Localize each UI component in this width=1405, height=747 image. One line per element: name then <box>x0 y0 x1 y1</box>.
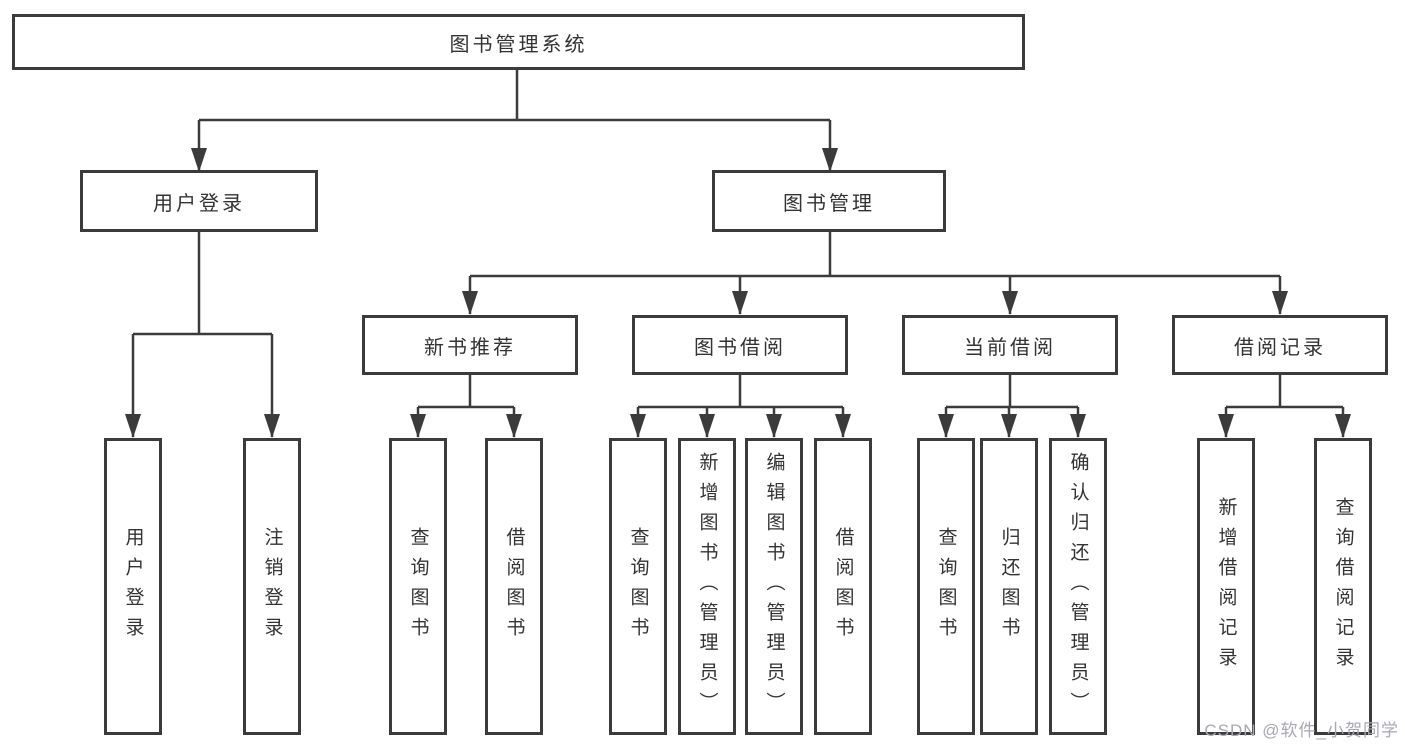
leaf-query-books-borrowing-label: 查询图书 <box>627 526 649 647</box>
leaf-confirm-return-admin-label: 确认归还（管理员） <box>1067 451 1089 722</box>
node-book-management: 图书管理 <box>712 170 946 232</box>
node-library-system: 图书管理系统 <box>12 14 1025 70</box>
leaf-query-books-recommend-label: 查询图书 <box>407 526 429 647</box>
leaf-logout-login-label: 注销登录 <box>261 526 283 647</box>
node-book-management-label: 图书管理 <box>783 192 875 215</box>
node-new-book-recommend: 新书推荐 <box>362 315 578 375</box>
leaf-edit-book-admin: 编辑图书（管理员） <box>745 438 803 735</box>
node-new-book-recommend-label: 新书推荐 <box>424 336 516 359</box>
node-current-borrowing: 当前借阅 <box>902 315 1118 375</box>
leaf-return-book-label: 归还图书 <box>998 526 1020 647</box>
node-book-borrowing-label: 图书借阅 <box>694 336 786 359</box>
leaf-query-borrow-record-label: 查询借阅记录 <box>1332 496 1354 677</box>
leaf-user-login-label: 用户登录 <box>122 526 144 647</box>
leaf-borrow-books-borrowing-label: 借阅图书 <box>832 526 854 647</box>
leaf-borrow-books-borrowing: 借阅图书 <box>814 438 872 735</box>
arrowheads <box>125 148 1351 438</box>
leaf-query-books-borrowing: 查询图书 <box>609 438 667 735</box>
leaf-borrow-books-recommend: 借阅图书 <box>485 438 543 735</box>
leaf-borrow-books-recommend-label: 借阅图书 <box>503 526 525 647</box>
node-current-borrowing-label: 当前借阅 <box>964 336 1056 359</box>
node-borrowing-records-label: 借阅记录 <box>1234 336 1326 359</box>
leaf-query-borrow-record: 查询借阅记录 <box>1314 438 1372 735</box>
leaf-confirm-return-admin: 确认归还（管理员） <box>1049 438 1107 735</box>
leaf-logout-login: 注销登录 <box>243 438 301 735</box>
leaf-user-login: 用户登录 <box>104 438 162 735</box>
node-user-login-label: 用户登录 <box>153 192 245 215</box>
node-library-system-label: 图书管理系统 <box>449 33 588 56</box>
leaf-query-books-recommend: 查询图书 <box>389 438 447 735</box>
leaf-query-books-current: 查询图书 <box>917 438 975 735</box>
leaf-return-book: 归还图书 <box>980 438 1038 735</box>
leaf-edit-book-admin-label: 编辑图书（管理员） <box>763 451 785 722</box>
leaf-add-borrow-record-label: 新增借阅记录 <box>1215 496 1237 677</box>
leaf-add-book-admin-label: 新增图书（管理员） <box>696 451 718 722</box>
leaf-add-book-admin: 新增图书（管理员） <box>678 438 736 735</box>
node-book-borrowing: 图书借阅 <box>632 315 848 375</box>
node-user-login: 用户登录 <box>80 170 318 232</box>
tree-edges <box>131 68 1345 437</box>
leaf-add-borrow-record: 新增借阅记录 <box>1197 438 1255 735</box>
leaf-query-books-current-label: 查询图书 <box>935 526 957 647</box>
csdn-watermark: CSDN @软件_小贺同学 <box>1204 721 1399 740</box>
node-borrowing-records: 借阅记录 <box>1172 315 1388 375</box>
